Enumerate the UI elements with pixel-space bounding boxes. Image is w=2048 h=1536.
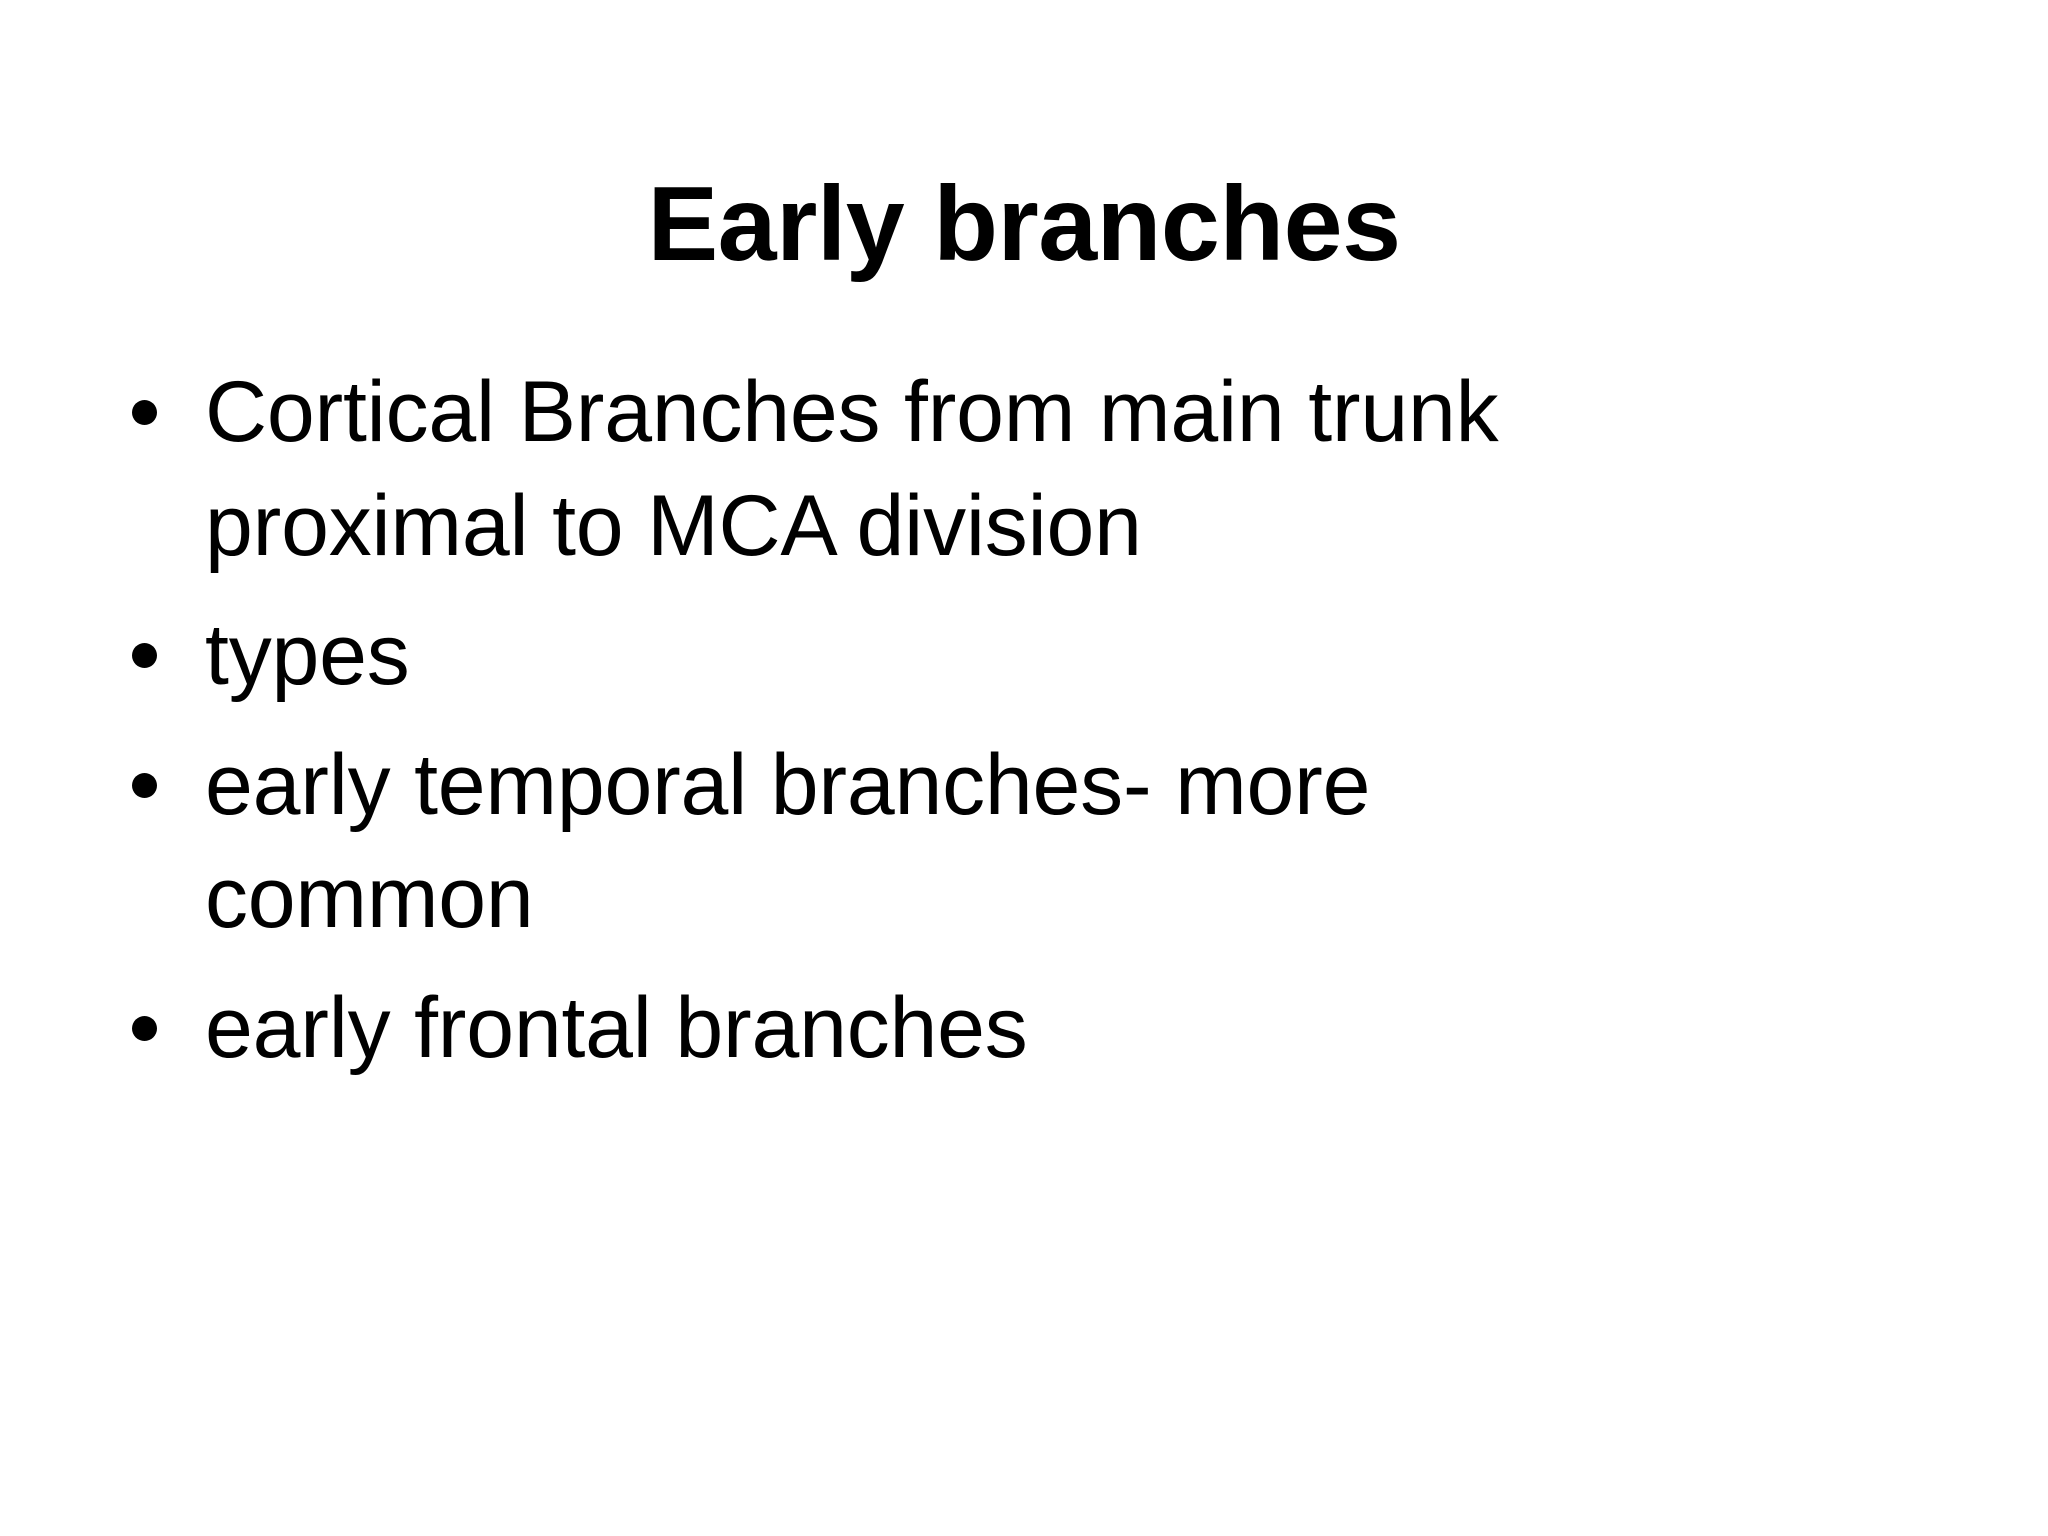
bullet-dot-icon <box>132 729 176 843</box>
list-item-label: early temporal branches- more common <box>205 736 1371 947</box>
list-item[interactable]: early temporal branches- more common <box>104 729 1904 956</box>
list-item-label: early frontal branches <box>205 979 1028 1076</box>
list-item-label: Cortical Branches from main trunk proxim… <box>205 364 1499 574</box>
list-item-label: types <box>205 607 410 704</box>
bullet-dot-icon <box>132 599 176 713</box>
bullet-dot-icon <box>132 972 176 1086</box>
list-item[interactable]: Cortical Branches from main trunk proxim… <box>104 356 1904 583</box>
bullet-dot-icon <box>132 356 176 470</box>
slide-title: Early branches <box>647 165 1401 284</box>
list-item[interactable]: types <box>104 599 1904 713</box>
list-item[interactable]: early frontal branches <box>104 972 1904 1086</box>
bullet-list: Cortical Branches from main trunk proxim… <box>104 356 1904 1085</box>
